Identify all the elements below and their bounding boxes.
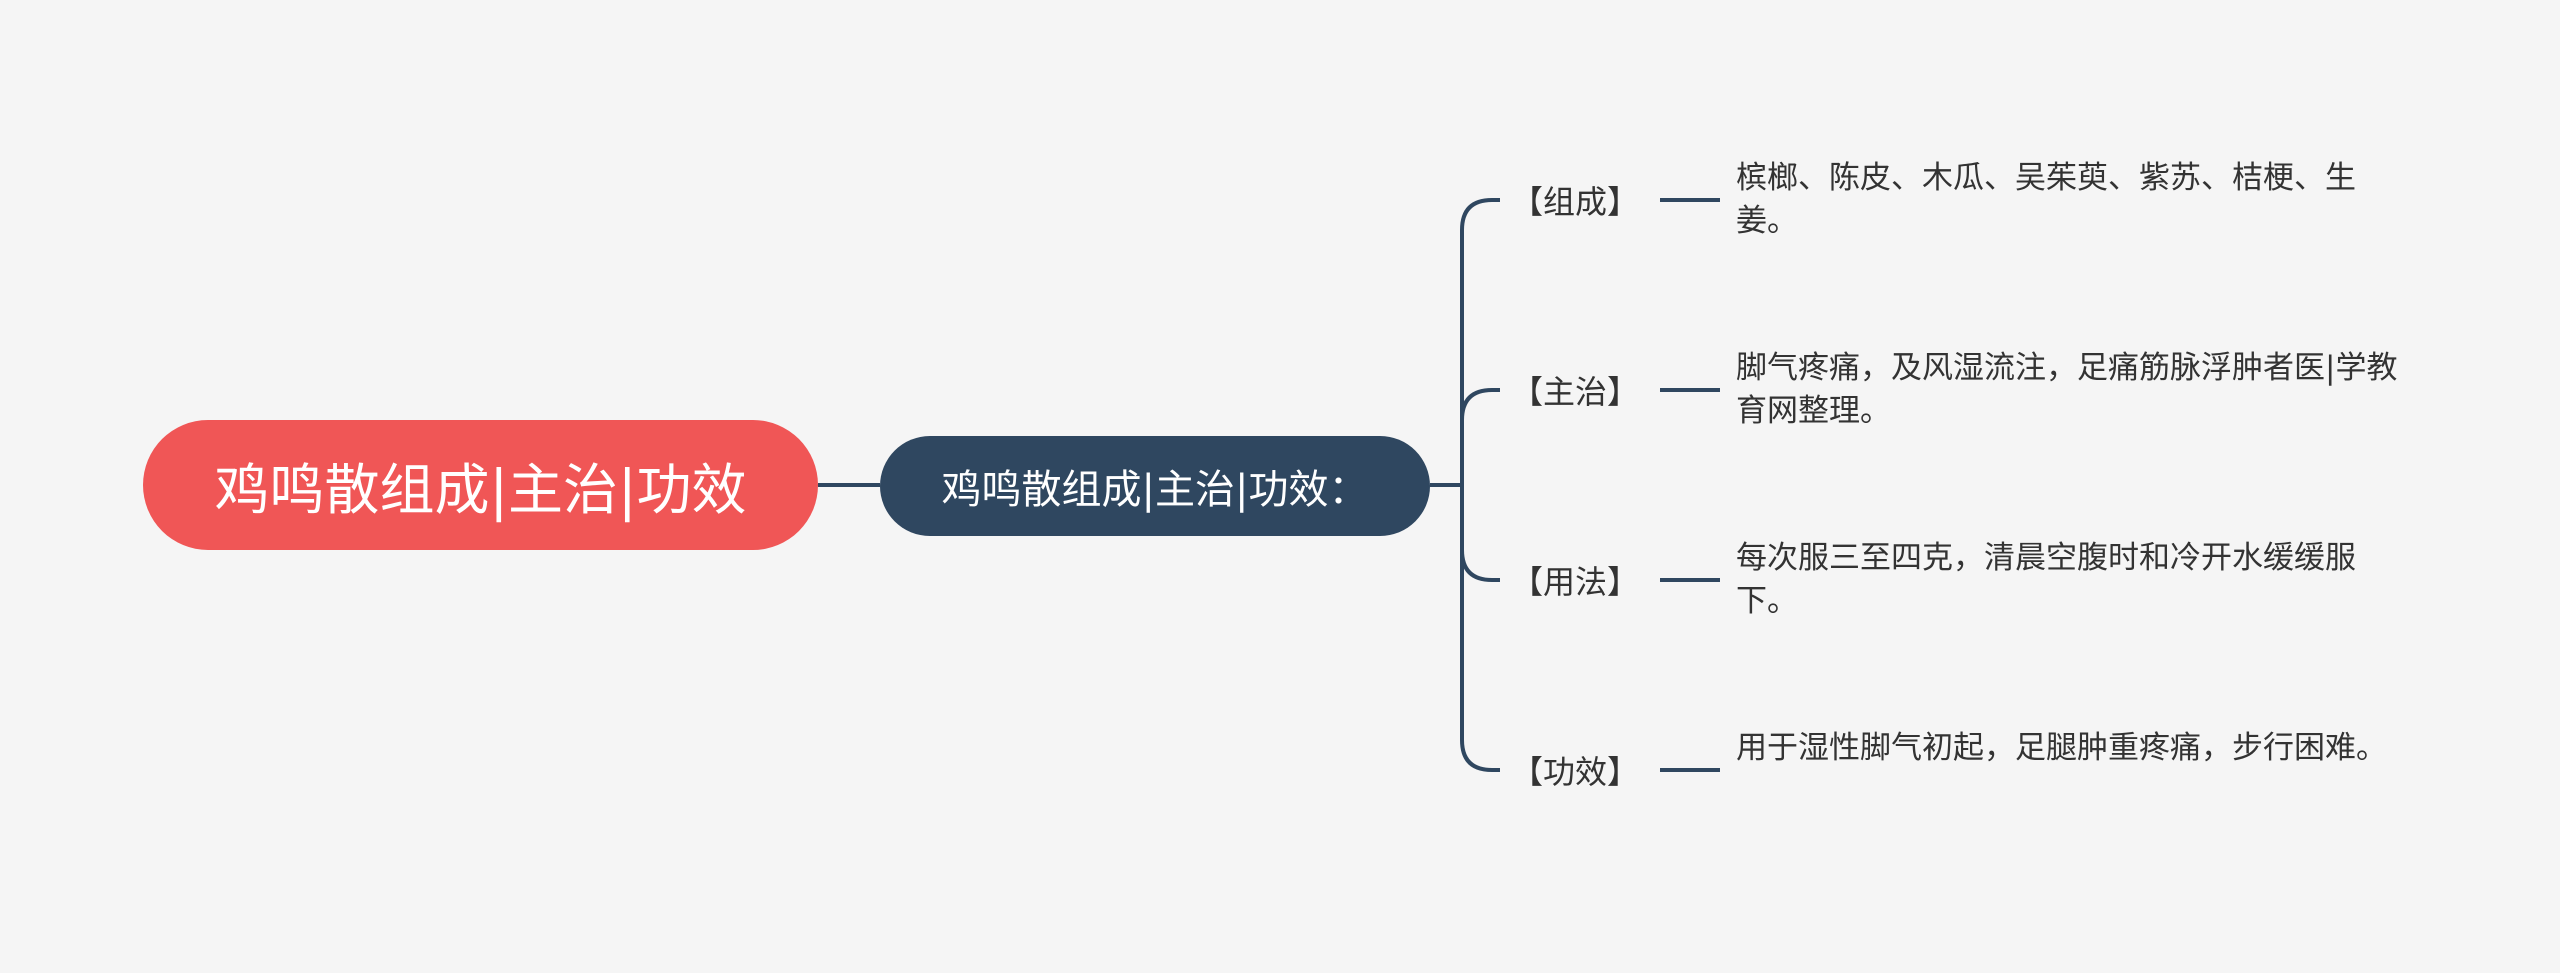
branch-connector-4 bbox=[1460, 485, 1500, 772]
branch-text-efficacy[interactable]: 用于湿性脚气初起，足腿肿重疼痛，步行困难。 bbox=[1736, 730, 2387, 766]
branch-label-efficacy[interactable]: 【功效】 bbox=[1505, 745, 1645, 795]
main-topic-label: 鸡鸣散组成|主治|功效： bbox=[941, 467, 1369, 513]
root-topic-node[interactable]: 鸡鸣散组成|主治|功效 bbox=[143, 420, 818, 550]
branch-label-usage[interactable]: 【用法】 bbox=[1505, 555, 1645, 605]
branch-label-indication[interactable]: 【主治】 bbox=[1505, 365, 1645, 415]
root-topic-label: 鸡鸣散组成|主治|功效 bbox=[214, 458, 747, 522]
branch-text-usage[interactable]: 每次服三至四克，清晨空腹时和冷开水缓缓服下。 bbox=[1736, 540, 2356, 619]
main-topic-node[interactable]: 鸡鸣散组成|主治|功效： bbox=[880, 436, 1430, 536]
branch-connector-1 bbox=[1460, 198, 1500, 485]
branch-text-indication[interactable]: 脚气疼痛，及风湿流注，足痛筋脉浮肿者医|学教育网整理。 bbox=[1736, 350, 2398, 429]
branch-connector-2 bbox=[1460, 388, 1500, 485]
branch-label-text: 【主治】 bbox=[1510, 373, 1639, 411]
branch-label-composition[interactable]: 【组成】 bbox=[1505, 175, 1645, 225]
branch-label-text: 【用法】 bbox=[1510, 563, 1639, 601]
branch-label-text: 【组成】 bbox=[1510, 183, 1639, 221]
branch-label-text: 【功效】 bbox=[1510, 753, 1639, 791]
branch-connector-3 bbox=[1460, 485, 1500, 582]
branch-text-composition[interactable]: 槟榔、陈皮、木瓜、吴茱萸、紫苏、桔梗、生姜。 bbox=[1736, 160, 2356, 239]
